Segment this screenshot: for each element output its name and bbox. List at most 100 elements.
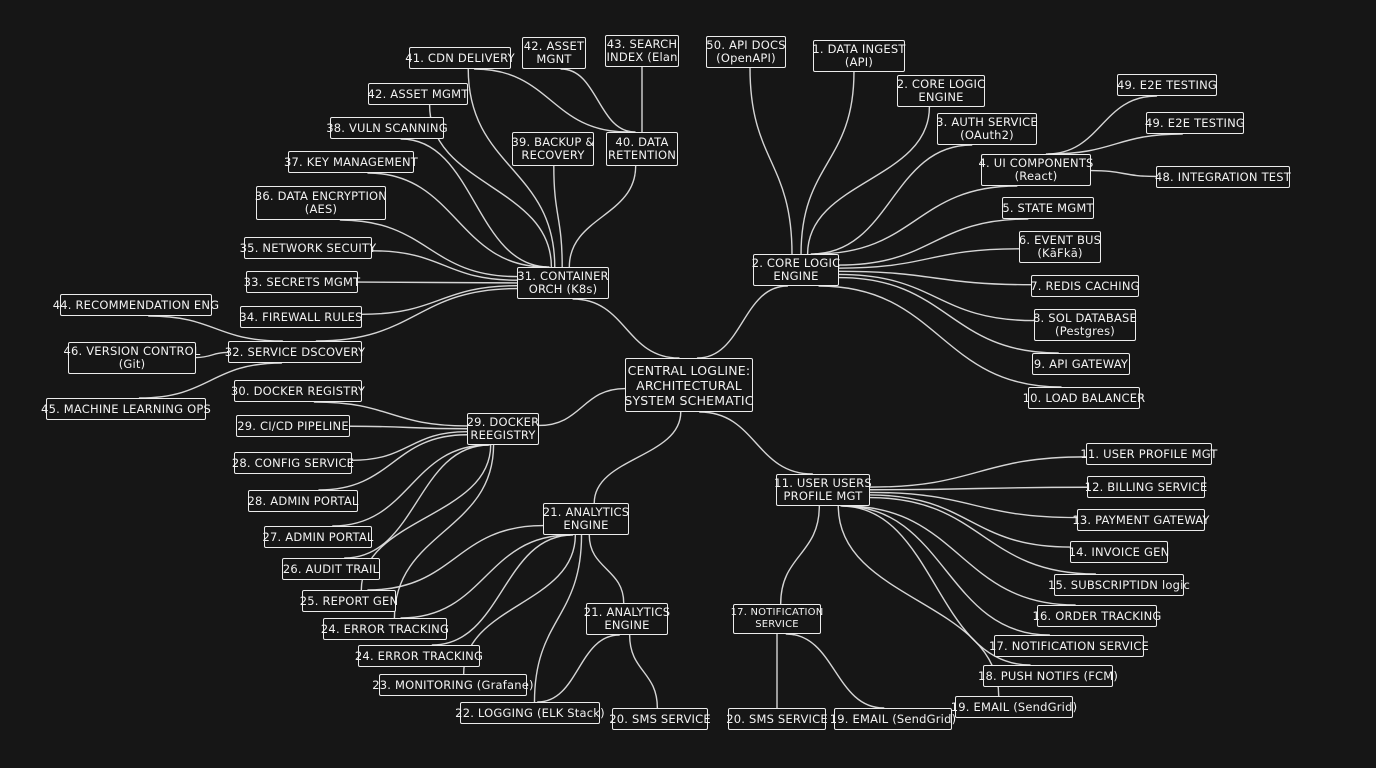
connector-hub-k8s-n40 [568,165,637,268]
node-invoice-gen: 14. INVOICE GEN [1069,541,1169,563]
connector-hub-core-n10 [818,285,1062,388]
node-notification-service: 17. NOTIFICATION SERVICE [989,635,1149,657]
node-monitoring-grafana: 23. MONITORING (Grafane) [372,674,534,696]
connector-hub-analytics-n24a [400,534,571,619]
connector-n32-n45 [138,362,283,399]
connector-hub-k8s-n33 [357,281,518,284]
connector-central-hub-k8s [572,298,680,359]
node-hub-user-profile: 11. USER USERS PROFILE MGT [774,474,872,506]
node-data-ingest: 1. DATA INGEST (API) [812,40,905,72]
node-auth-service: 3. AUTH SERVICE (OAuth2) [936,113,1038,145]
node-admin-portal-upper: 28. ADMIN PORTAL [248,490,358,512]
connector-hub-analytics2-n22 [537,634,620,703]
node-audit-trail: 26. AUDIT TRAIL [282,558,380,580]
node-e2e-testing: 49. E2E TESTING [1117,74,1217,96]
node-e2e-testing-2: 49. E2E TESTING [1145,112,1245,134]
node-redis-caching: 7. REDIS CACHING [1030,275,1140,297]
node-user-profile-mgt: 11. USER PROFILE MGT [1080,443,1217,465]
node-load-balancer: 10. LOAD BALANCER [1023,387,1145,409]
connector-hub-analytics-n25 [367,524,544,591]
node-sql-database: 8. SOL DATABASE (Pestgres) [1033,309,1137,341]
connector-hub-core-n8 [838,273,1035,322]
connector-hub-user-n11 [869,456,1087,488]
connector-hub-k8s-n42b [428,104,553,268]
connector-hub-docker-n28b [318,434,468,491]
connector-hub-core-n1 [800,71,855,255]
node-asset-mgnt: 42. ASSET MGNT [522,37,586,69]
connector-hub-core-n5 [838,218,1029,266]
connector-hub-user-n13 [869,491,1078,519]
connector-hub-k8s-n32 [315,287,518,342]
node-asset-mgmt-left: 42. ASSET MGMT [368,83,468,105]
node-hub-core-logic-engine: 2. CORE LOGIC ENGINE [752,254,840,286]
node-order-tracking: 16. ORDER TRACKING [1032,605,1161,627]
connector-hub-k8s-n36 [339,219,518,278]
connector-n40-n41 [473,68,629,133]
connector-hub-k8s-n38 [400,138,550,268]
connector-hub-docker-n25 [360,444,492,591]
node-config-service: 28. CONFIG SERVICE [232,452,354,474]
connector-central-hub-analytics [593,411,682,504]
connector-hub-user-n17 [841,505,1051,636]
connector-hub-k8s-n39 [553,165,563,268]
node-api-docs: 50. API DOCS (OpenAPI) [706,36,786,68]
node-service-discovery: 32. SERVICE DSCOVERY [225,341,365,363]
node-network-security: 35. NETWORK SECUITY [240,237,376,259]
node-backup-recovery: 39. BACKUP & RECOVERY [511,132,594,166]
node-analytics-engine-secondary: 21. ANALYTICS ENGINE [584,603,670,635]
node-data-encryption: 36. DATA ENCRYPTION (AES) [255,186,387,220]
node-data-retention: 40. DATA RETENTION [606,132,678,166]
node-email-sendgrid: 19. EMAIL (SendGrid) [951,696,1077,718]
node-central-logline: CENTRAL LOGLINE: ARCHITECTURAL SYSTEM SC… [624,358,753,412]
node-recommendation-eng: 44. RECOMMENDATION ENG [53,294,219,316]
connector-hub-user-n15 [869,496,1097,575]
connector-n4-n48 [1090,169,1157,178]
node-api-gateway: 9. API GATEWAY [1032,353,1130,375]
connector-n40-n42 [560,68,636,133]
node-subscription-logic: 15. SUBSCRIPTIDN logic [1048,574,1190,596]
node-machine-learning-ops: 45. MACHINE LEARNING OPS [41,398,211,420]
node-integration-test: 48. INTEGRATION TEST [1155,166,1291,188]
connector-hub-docker-n30 [313,401,468,427]
node-payment-gateway: 13. PAYMENT GATEWAY [1072,509,1209,531]
connector-hub-user-n14 [869,494,1071,548]
connector-hub-core-n6 [838,248,1020,269]
node-ci-cd-pipeline: 29. CI/CD PIPELINE [236,415,350,437]
connector-hub-core-n9 [838,276,1059,354]
node-notification-service-hub: 17. NOTIFICATION SERVICE [731,604,823,634]
connector-central-hub-user [699,411,813,475]
node-event-bus: 6. EVENT BUS (KāFkā) [1019,231,1101,263]
connector-hub-core-n2 [806,106,931,255]
node-admin-portal: 27. ADMIN PORTAL [263,526,373,548]
node-hub-analytics-engine: 21. ANALYTICS ENGINE [543,503,629,535]
node-vuln-scanning: 38. VULN SCANNING [326,117,448,139]
connector-hub-user-n12 [869,486,1088,491]
connector-central-hub-docker [538,387,626,427]
connector-hub-docker-n28 [351,431,468,461]
connector-hub-docker-n27 [332,444,489,527]
connector-hub-user-n18 [840,505,1031,666]
connector-central-hub-core [696,285,789,359]
node-cdn-delivery: 41. CDN DELIVERY [405,47,515,69]
connector-hub-analytics-n24b [431,534,574,646]
connector-hub-core-n4 [814,185,1018,255]
connector-hub-analytics2-n20a [628,634,659,709]
node-billing-service: 12. BILLING SERVICE [1085,476,1207,498]
connector-n4-n49a [1045,95,1158,155]
node-error-tracking: 24. ERROR TRACKING [321,618,449,640]
node-ui-components: 4. UI COMPONENTS (React) [978,154,1093,186]
connector-hub-user-hub-notif [779,505,821,605]
node-sms-service-right: 20. SMS SERVICE [726,708,828,730]
node-state-mgmt: 5. STATE MGMT [1002,197,1094,219]
connector-hub-docker-n29 [349,425,468,430]
node-hub-docker-registry: 29. DOCKER REEGISTRY [467,413,539,445]
connector-hub-k8s-n35 [371,250,518,281]
node-secrets-mgmt: 33. SECRETS MGMT [244,271,360,293]
node-push-notifs: 18. PUSH NOTIFS (FCM) [978,665,1118,687]
connector-hub-k8s-n34 [361,285,518,315]
node-hub-container-orch: 31. CONTAINER ORCH (K8s) [517,267,609,299]
connector-hub-core-n3 [810,144,973,255]
connector-hub-k8s-n41 [467,68,556,268]
